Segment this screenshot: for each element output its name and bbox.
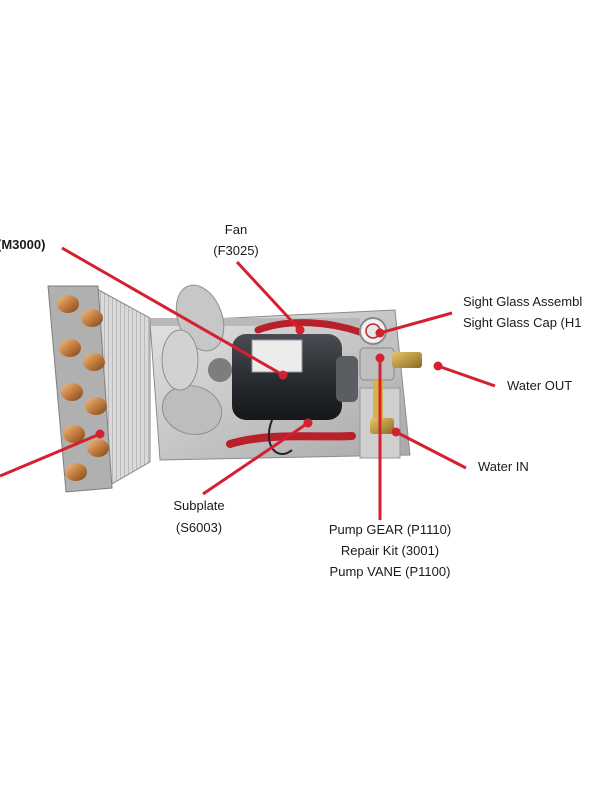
unit-illustration	[47, 284, 422, 493]
label-fan-name: Fan	[225, 222, 247, 237]
pump-body	[359, 347, 395, 381]
label-pump-gear: Pump GEAR (P1110)	[329, 522, 451, 537]
leader-lines	[0, 246, 496, 520]
brass-fitting-in	[370, 418, 394, 434]
leader-fan-dot	[295, 325, 305, 335]
motor-nameplate	[251, 339, 303, 373]
frame-rail-top	[150, 318, 360, 326]
leader-pump-dot	[375, 353, 385, 363]
brass-fitting-out	[392, 352, 422, 368]
leader-condenser-dot	[95, 429, 105, 439]
leader-sight-glass	[379, 311, 453, 335]
leader-motor-dot	[278, 370, 288, 380]
leader-condenser	[0, 432, 101, 478]
label-subplate-name: Subplate	[173, 498, 224, 513]
leader-water-out-dot	[433, 361, 443, 371]
leader-water-out	[437, 364, 496, 388]
copper-tubes	[57, 295, 109, 481]
label-subplate-part: (S6003)	[176, 520, 222, 535]
motor-endcap	[336, 356, 358, 402]
labels: (M3000) Fan (F3025) Sight Glass Assembl …	[0, 222, 582, 579]
leader-fan	[235, 260, 302, 332]
leader-subplate-dot	[303, 418, 313, 428]
label-sight-glass-cap: Sight Glass Cap (H1	[463, 315, 582, 330]
leader-sight-glass-dot	[375, 328, 385, 338]
leader-motor	[61, 246, 284, 377]
leader-water-in	[395, 430, 467, 470]
label-sight-glass-assembly: Sight Glass Assembl	[463, 294, 582, 309]
label-repair-kit: Repair Kit (3001)	[341, 543, 439, 558]
label-fan-part: (F3025)	[213, 243, 259, 258]
label-water-out: Water OUT	[507, 378, 572, 393]
fan-blades	[161, 284, 232, 435]
hose-top	[254, 319, 364, 336]
leader-water-in-dot	[391, 427, 401, 437]
pump-shaft	[373, 380, 383, 418]
label-motor: (M3000)	[0, 237, 45, 252]
label-water-in: Water IN	[478, 459, 529, 474]
hose-bottom	[226, 432, 356, 448]
leader-subplate	[202, 421, 309, 496]
label-pump-vane: Pump VANE (P1100)	[330, 564, 451, 579]
